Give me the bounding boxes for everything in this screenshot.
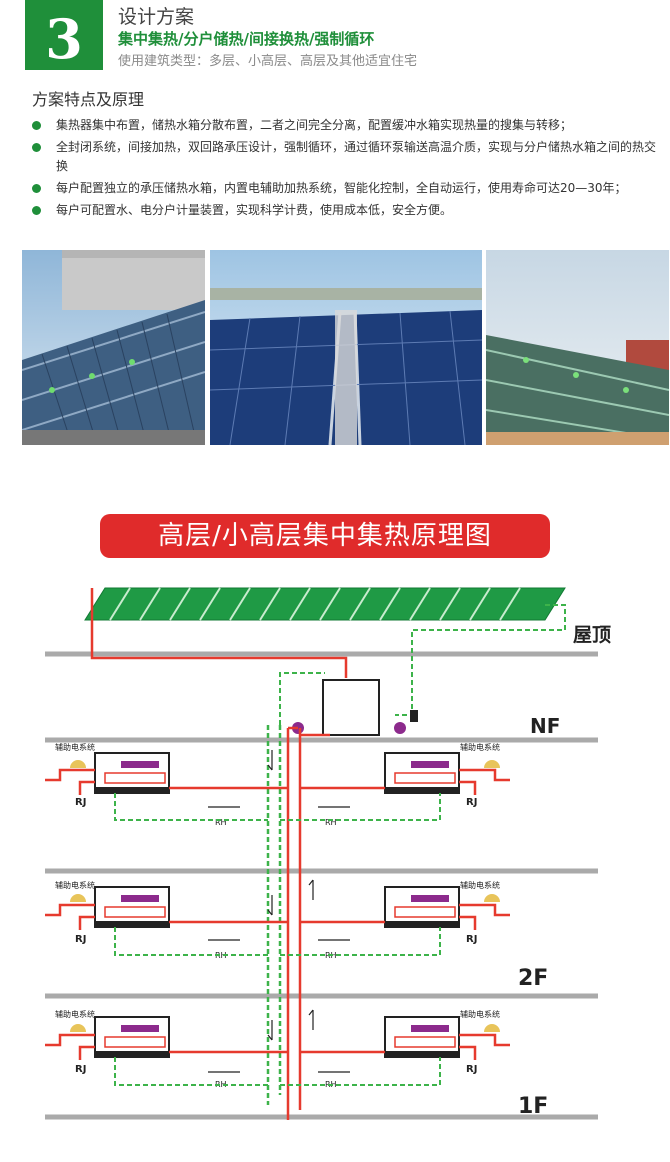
section-number-badge: 3: [25, 0, 103, 71]
floor-label-nf: NF: [530, 714, 560, 738]
flat-plate-collector-photo: [210, 250, 482, 445]
valve-icon: [410, 710, 418, 722]
unit-row-2f: 辅助电系统 辅助电系统 RJ RJ RH RH: [45, 880, 510, 960]
buffer-tank: [322, 679, 380, 736]
tank-cold-pipe: [279, 672, 325, 725]
rh-label: RH: [215, 1080, 227, 1089]
page-title: 设计方案: [118, 6, 195, 28]
floor-label-2f: 2F: [518, 966, 548, 991]
collector-array: [84, 587, 566, 621]
floor-lines: [45, 651, 598, 1120]
feature-text: 每户可配置水、电分户计量装置，实现科学计费，使用成本低，安全方便。: [56, 203, 453, 217]
rj-label: RJ: [75, 797, 86, 808]
rh-label: RH: [215, 818, 227, 827]
rooftop-collector-array-photo: [486, 250, 669, 445]
page-subtitle: 集中集热/分户储热/间接换热/强制循环: [118, 30, 375, 48]
floor-label-1f: 1F: [518, 1094, 548, 1119]
diagram-title-banner: 高层/小高层集中集热原理图: [100, 514, 550, 558]
principle-diagram: 屋顶 NF 2F 1F 辅助电系统 辅助电系统 RJ: [45, 587, 611, 1120]
unit-label: 辅助电系统: [55, 1009, 95, 1019]
bullet-icon: [32, 143, 41, 152]
unit-row-1f: 辅助电系统 辅助电系统 RJ RJ RH RH: [45, 1009, 510, 1089]
unit-label: 辅助电系统: [460, 1009, 500, 1019]
roof-label: 屋顶: [573, 624, 611, 646]
unit-row-nf: 辅助电系统 辅助电系统 RJ RJ RH RH: [45, 742, 510, 827]
rh-label: RH: [215, 951, 227, 960]
collector-hot-pipe: [90, 588, 348, 678]
features-heading: 方案特点及原理: [32, 90, 145, 109]
feature-item: 每户配置独立的承压储热水箱，内置电辅助加热系统，智能化控制，全自动运行，使用寿命…: [32, 179, 664, 198]
features-list: 集热器集中布置，储热水箱分散布置，二者之间完全分离，配置缓冲水箱实现热量的搜集与…: [32, 116, 664, 223]
rj-label: RJ: [466, 1064, 477, 1075]
rj-label: RJ: [75, 1064, 86, 1075]
feature-item: 每户可配置水、电分户计量装置，实现科学计费，使用成本低，安全方便。: [32, 201, 664, 220]
rj-label: RJ: [466, 934, 477, 945]
building-type-text: 使用建筑类型：多层、小高层、高层及其他适宜住宅: [118, 54, 418, 69]
feature-item: 集热器集中布置，储热水箱分散布置，二者之间完全分离，配置缓冲水箱实现热量的搜集与…: [32, 116, 664, 135]
rj-label: RJ: [75, 934, 86, 945]
bullet-icon: [32, 206, 41, 215]
rj-label: RJ: [466, 797, 477, 808]
collector-return-pipe: [395, 604, 566, 716]
unit-label: 辅助电系统: [55, 742, 95, 752]
feature-text: 每户配置独立的承压储热水箱，内置电辅助加热系统，智能化控制，全自动运行，使用寿命…: [56, 181, 627, 195]
feature-text: 集热器集中布置，储热水箱分散布置，二者之间完全分离，配置缓冲水箱实现热量的搜集与…: [56, 118, 573, 132]
unit-label: 辅助电系统: [55, 880, 95, 890]
bullet-icon: [32, 184, 41, 193]
feature-item: 全封闭系统，间接加热，双回路承压设计，强制循环，通过循环泵输送高温介质，实现与分…: [32, 138, 664, 176]
solar-tube-collector-photo: [22, 250, 205, 445]
rh-label: RH: [325, 818, 337, 827]
pump-right-icon: [394, 722, 406, 734]
feature-text: 全封闭系统，间接加热，双回路承压设计，强制循环，通过循环泵输送高温介质，实现与分…: [56, 140, 657, 173]
unit-label: 辅助电系统: [460, 742, 500, 752]
bullet-icon: [32, 121, 41, 130]
unit-label: 辅助电系统: [460, 880, 500, 890]
